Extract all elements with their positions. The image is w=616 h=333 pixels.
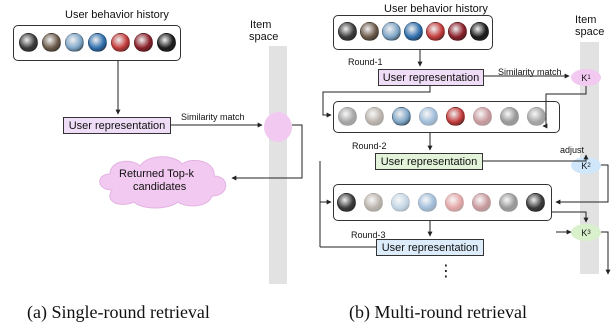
avatar-thumbnail [526, 193, 545, 212]
avatar-thumbnail [448, 22, 467, 41]
right-k1-adjust-arrow [542, 86, 587, 129]
right-round3-strip [333, 184, 552, 221]
right-item-space-title-1: Item [575, 14, 597, 26]
avatar-thumbnail [134, 33, 153, 52]
avatar-thumbnail [499, 193, 518, 212]
right-user-representation-2: User representation [375, 153, 483, 170]
right-round2-strip [333, 101, 560, 133]
left-history-title: User behavior history [65, 9, 169, 21]
avatar-thumbnail [391, 193, 410, 212]
left-history-strip [13, 25, 181, 61]
avatar-thumbnail [392, 107, 411, 126]
right-history-title: User behavior history [384, 3, 488, 15]
right-adjust-label: adjust [560, 145, 585, 155]
avatar-thumbnail [470, 22, 489, 41]
right-rep2-to-round3-arrow [319, 161, 332, 205]
right-k2-sub: 2 [587, 162, 591, 169]
avatar-thumbnail [426, 22, 445, 41]
left-caption: (a) Single-round retrieval [27, 302, 210, 322]
right-k1-sub: 1 [587, 74, 591, 81]
right-rep1-to-round2-arrow [322, 86, 431, 118]
right-caption: (b) Multi-round retrieval [349, 302, 527, 322]
right-k1-label: K [581, 72, 588, 83]
avatar-thumbnail [418, 193, 437, 212]
right-rep2-to-k2-arrow [483, 154, 589, 162]
avatar-thumbnail [65, 33, 84, 52]
avatar-thumbnail [382, 22, 401, 41]
avatar-thumbnail [419, 107, 438, 126]
right-k3-sub: 3 [587, 229, 591, 236]
left-returned-line2: candidates [133, 181, 187, 193]
right-k2-out-arrow [555, 164, 609, 205]
left-similarity-label: Similarity match [181, 112, 245, 122]
right-user-representation-1: User representation [378, 69, 484, 86]
left-returned-line1: Returned Top-k [119, 168, 195, 180]
left-item-space-title-1: Item [250, 19, 272, 31]
right-round1-label: Round-1 [348, 57, 383, 67]
avatar-thumbnail [472, 193, 491, 212]
right-strip3-to-k3-arrow [552, 211, 589, 223]
right-history-strip [333, 15, 493, 50]
left-item-space-title-2: space [249, 31, 279, 43]
left-user-representation-box: User representation [63, 117, 171, 134]
avatar-thumbnail [338, 107, 357, 126]
left-item-space-bar [269, 46, 287, 284]
right-item-space-title-2: space [575, 26, 605, 38]
avatar-thumbnail [337, 193, 356, 212]
avatar-thumbnail [365, 107, 384, 126]
left-candidate-ellipse [264, 112, 292, 142]
right-round2-label: Round-2 [352, 141, 387, 151]
right-k2-label: K [581, 160, 588, 171]
avatar-thumbnail [364, 193, 383, 212]
avatar-thumbnail [111, 33, 130, 52]
right-k3-out-arrow [601, 231, 611, 275]
left-cloud-icon [99, 156, 227, 209]
right-user-representation-3: User representation [376, 239, 484, 256]
avatar-thumbnail [19, 33, 38, 52]
right-similarity-label: Similarity match [498, 67, 562, 77]
avatar-thumbnail [445, 193, 464, 212]
avatar-thumbnail [360, 22, 379, 41]
avatar-thumbnail [157, 33, 176, 52]
right-ellipsis: ⋮ [438, 263, 454, 280]
right-round3-label: Round-3 [351, 230, 386, 240]
avatar-thumbnail [446, 107, 465, 126]
avatar-thumbnail [404, 22, 423, 41]
avatar-thumbnail [338, 22, 357, 41]
avatar-thumbnail [527, 107, 546, 126]
avatar-thumbnail [42, 33, 61, 52]
left-return-arrow [231, 124, 303, 181]
avatar-thumbnail [500, 107, 519, 126]
avatar-thumbnail [473, 107, 492, 126]
avatar-thumbnail [88, 33, 107, 52]
right-k3-label: K [581, 227, 588, 238]
